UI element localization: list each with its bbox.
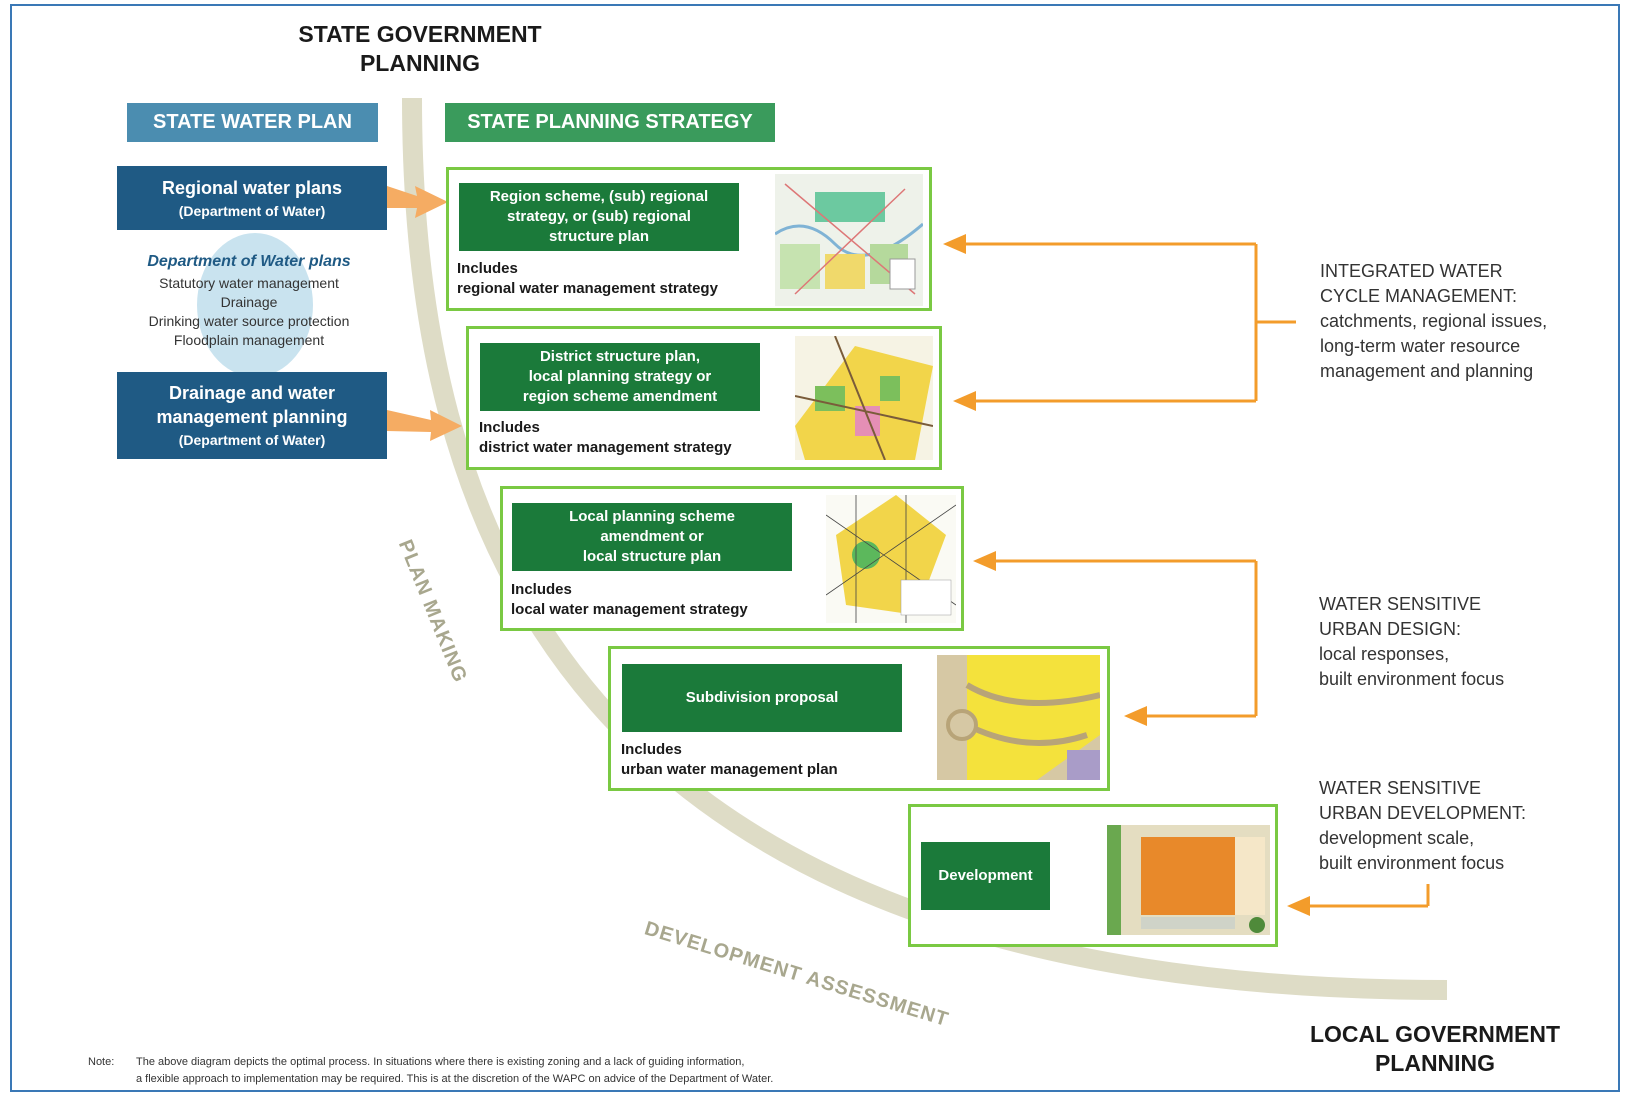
drainage-planning-box: Drainage and water management planning (… [117, 372, 387, 459]
iwcm-line: long-term water resource [1320, 336, 1521, 356]
wsudev-line: URBAN DEVELOPMENT: [1319, 803, 1527, 823]
includes-label: Includes [457, 260, 518, 277]
regional-water-plans-box: Regional water plans (Department of Wate… [117, 166, 387, 230]
local-government-heading: LOCAL GOVERNMENT PLANNING [1290, 1020, 1580, 1078]
iwcm-text: INTEGRATED WATER CYCLE MANAGEMENT: catch… [1320, 259, 1547, 384]
regional-plan-line3: structure plan [548, 228, 650, 245]
local-plan-line1: Local planning scheme [569, 508, 735, 525]
dow-plan-item: Drainage [220, 294, 278, 310]
iwcm-connector [960, 242, 1296, 403]
district-map-image [795, 336, 933, 460]
wsud-arrowhead-2 [1124, 706, 1147, 726]
dow-plans-list: Department of Water plans Statutory wate… [128, 252, 370, 350]
district-plan-line3: region scheme amendment [522, 388, 718, 405]
note-label: Note: [88, 1056, 115, 1068]
development-site-image [1107, 825, 1270, 935]
subdivision-label: Subdivision proposal [685, 689, 839, 706]
drainage-sub: (Department of Water) [178, 432, 326, 448]
state-planning-strategy-label: STATE PLANNING STRATEGY [467, 111, 753, 133]
includes-label: Includes [621, 741, 682, 758]
regional-arrow [387, 186, 448, 218]
local-structure-map-image [826, 495, 956, 623]
district-plan-line1: District structure plan, [539, 348, 701, 365]
drainage-title-line2: management planning [156, 407, 348, 427]
dow-plans-backdrop [197, 233, 313, 377]
note-line1: The above diagram depicts the optimal pr… [136, 1056, 745, 1068]
wsudev-line: development scale, [1319, 828, 1475, 848]
regional-plan-line1: Region scheme, (sub) regional [489, 188, 709, 205]
regional-strategy-label: regional water management strategy [457, 280, 718, 297]
dow-plan-item: Floodplain management [173, 332, 325, 348]
wsudev-line: built environment focus [1319, 853, 1505, 873]
wsud-text: WATER SENSITIVE URBAN DESIGN: local resp… [1319, 592, 1504, 692]
regional-water-plans-sub: (Department of Water) [178, 202, 326, 219]
footnote-label: Note: [88, 1054, 114, 1071]
iwcm-line: CYCLE MANAGEMENT: [1320, 286, 1518, 306]
iwcm-arrowhead-2 [953, 391, 976, 411]
state-water-plan-label: STATE WATER PLAN [153, 111, 352, 133]
state-planning-strategy-banner: STATE PLANNING STRATEGY [445, 103, 775, 142]
note-line2: a flexible approach to implementation ma… [136, 1073, 774, 1085]
dow-plan-item: Statutory water management [159, 275, 339, 291]
local-heading-line2: PLANNING [1374, 1050, 1496, 1076]
district-includes: Includes district water management strat… [479, 418, 732, 458]
subdivision-map-image [937, 655, 1100, 780]
subdivision-box: Subdivision proposal [622, 664, 902, 732]
district-plan-line2: local planning strategy or [528, 368, 712, 385]
wsud-line: local responses, [1319, 644, 1450, 664]
wsud-connector [990, 559, 1258, 718]
includes-label: Includes [511, 581, 572, 598]
wsud-line: WATER SENSITIVE [1319, 594, 1482, 614]
wsudev-connector [1305, 884, 1430, 908]
wsudev-text: WATER SENSITIVE URBAN DEVELOPMENT: devel… [1319, 776, 1526, 876]
iwcm-arrowhead-1 [943, 234, 966, 254]
process-curve [402, 97, 1448, 1000]
regional-plan-box: Region scheme, (sub) regional strategy, … [459, 183, 739, 251]
state-heading-line1: STATE GOVERNMENT [298, 21, 542, 47]
wsud-line: built environment focus [1319, 669, 1505, 689]
state-water-plan-banner: STATE WATER PLAN [127, 103, 378, 142]
local-plan-box: Local planning scheme amendment or local… [512, 503, 792, 571]
local-strategy-label: local water management strategy [511, 601, 748, 618]
wsudev-line: WATER SENSITIVE [1319, 778, 1482, 798]
iwcm-line: catchments, regional issues, [1320, 311, 1548, 331]
drainage-arrow [387, 410, 462, 441]
regional-water-plans-title: Regional water plans [161, 177, 343, 198]
regional-plan-line2: strategy, or (sub) regional [507, 208, 691, 225]
includes-label: Includes [479, 419, 540, 436]
development-label: Development [938, 867, 1033, 884]
local-includes: Includes local water management strategy [511, 580, 748, 620]
subdivision-includes: Includes urban water management plan [621, 740, 838, 780]
local-heading-line1: LOCAL GOVERNMENT [1309, 1021, 1561, 1047]
subdivision-plan-label: urban water management plan [621, 761, 838, 778]
regional-includes: Includes regional water management strat… [457, 259, 718, 299]
iwcm-line: INTEGRATED WATER [1320, 261, 1503, 281]
drainage-title-line1: Drainage and water [168, 383, 336, 403]
development-box: Development [921, 842, 1050, 910]
wsud-arrowhead-1 [973, 551, 996, 571]
diagram-frame [10, 4, 1620, 1092]
iwcm-line: management and planning [1320, 361, 1534, 381]
dow-plan-item: Drinking water source protection [148, 313, 350, 329]
district-plan-box: District structure plan, local planning … [480, 343, 760, 411]
dow-plans-title: Department of Water plans [147, 253, 351, 270]
local-plan-line3: local structure plan [582, 548, 722, 565]
state-heading-line2: PLANNING [359, 50, 481, 76]
footnote-text: The above diagram depicts the optimal pr… [136, 1054, 773, 1088]
state-government-heading: STATE GOVERNMENT PLANNING [270, 20, 570, 78]
regional-map-image [775, 174, 923, 306]
district-strategy-label: district water management strategy [479, 439, 732, 456]
local-plan-line2: amendment or [600, 528, 704, 545]
wsudev-arrowhead [1287, 896, 1310, 916]
wsud-line: URBAN DESIGN: [1319, 619, 1462, 639]
